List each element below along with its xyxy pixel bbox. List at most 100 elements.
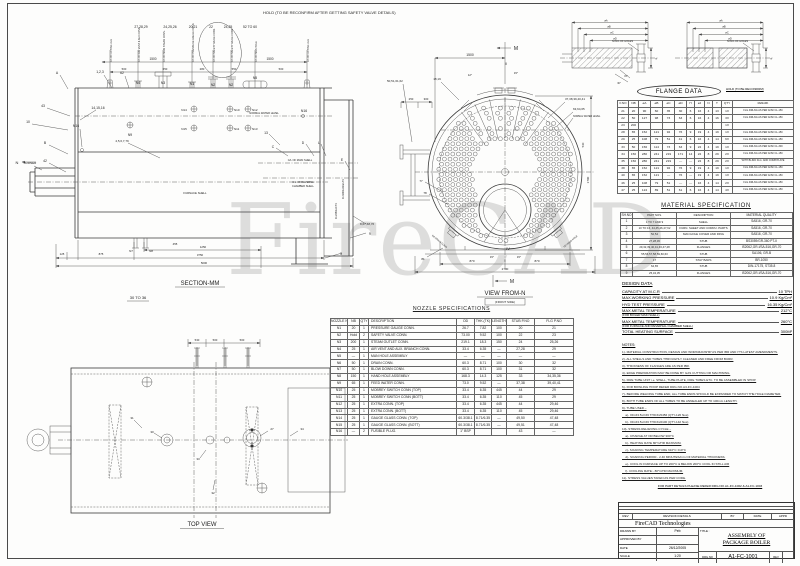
cell: 76	[674, 164, 687, 173]
design-label: MAX.METAL TEMPERATURE	[622, 318, 676, 324]
cell: BR-1050	[730, 256, 793, 265]
dim-text: 455	[173, 242, 178, 246]
nozzle-label: N2	[229, 83, 233, 87]
drain-stub	[447, 225, 460, 239]
part-label: N16	[73, 124, 79, 128]
cell: 20	[506, 324, 535, 333]
cell: 19	[712, 171, 722, 181]
note-line: 4)- EDGE PREPARATION MAY BE DONE BY GAS …	[622, 371, 731, 375]
cell: —	[347, 428, 360, 437]
part-label: 50,51,61,62	[387, 79, 403, 83]
cell: LENGTH	[491, 318, 507, 326]
cell: N15	[330, 421, 348, 430]
cell: 25	[628, 135, 639, 145]
cell: 1	[359, 393, 369, 402]
cell: 16	[694, 135, 705, 145]
design-value: 10 TPH	[778, 289, 793, 295]
cell: 40	[617, 171, 629, 181]
cell: Hold	[347, 331, 360, 340]
leader-line	[676, 298, 768, 300]
cell: 1	[359, 380, 369, 388]
cell: 29	[534, 393, 574, 402]
top-view-drawing: 530 500 500 31 30 33 32 27 34 TOP VIEW	[26, 338, 348, 529]
cell: 25,34,35	[632, 269, 677, 277]
top-nozzle-stubs	[106, 71, 311, 249]
cell: 152	[638, 128, 651, 137]
part-label: 62	[120, 71, 124, 75]
section-subtitle: 30 TO 36	[130, 295, 147, 300]
note-line: a)- OD-63.5x3.66 THICKx5456 (QTY-126 Nos…	[622, 413, 689, 417]
cell: 27,28	[506, 345, 535, 354]
cell	[474, 428, 492, 437]
cell: 150	[628, 157, 639, 166]
cell: 29	[617, 135, 629, 145]
rev-col-header: REV	[619, 513, 633, 519]
holes-note: N=NO.OF HOLES	[727, 39, 748, 43]
design-note: (FOR BOILER MAIN SHELL)	[622, 312, 660, 317]
cell: 6	[686, 114, 695, 123]
boiler-shell-outline	[29, 87, 354, 265]
cell: 76	[674, 128, 687, 137]
cell: 33.4	[456, 400, 475, 409]
drawn-by-value: Peb	[674, 528, 681, 533]
cell: 110	[491, 407, 507, 416]
notes-block: NOTES: 1)- MATERIAL CONSTRUCTION, DESIGN…	[622, 343, 798, 488]
cell: 6X	[721, 135, 733, 145]
cell: N8	[330, 373, 348, 382]
nozzle-spec-table: NOZZLE NO.NBQTYDESCRIPTIONODTHK.(TK)LENG…	[330, 318, 574, 437]
m-label: M	[510, 279, 514, 285]
part-label: 30	[150, 430, 154, 434]
cell: FLG.DRLNG AS PER ANSI CL-150	[732, 150, 794, 159]
cell: F.NO	[617, 99, 629, 109]
dim-text: 550	[232, 67, 237, 71]
cell: 45	[506, 407, 535, 416]
cell: —	[686, 179, 695, 188]
m-label: M	[514, 46, 518, 52]
note-line: 11)- STRESS VALUES TAKEN AS PER CODE.	[622, 476, 686, 480]
cell: 25,26	[534, 338, 574, 347]
leader-line	[674, 332, 779, 334]
cl-label: C/L OF MAN HOLE	[255, 41, 258, 62]
cell: 20	[347, 324, 360, 333]
holes-note: N=NO.OF HOLES	[612, 39, 633, 43]
dim-group-label: 52 TO 60	[243, 25, 257, 29]
part-label: 63,64,65	[573, 107, 585, 111]
cell: 241	[650, 157, 663, 166]
scale-label: SCALE	[619, 552, 657, 562]
dim-text: 125	[60, 252, 65, 256]
cell: PRESSURE GAUGE CONN.	[368, 324, 457, 333]
cell: N16	[330, 428, 348, 437]
cell: 1X	[721, 107, 733, 116]
dim-label: øD	[613, 37, 617, 41]
cell: 50	[347, 366, 360, 375]
cell: 1	[359, 373, 369, 382]
cell: N	[704, 99, 713, 109]
cell: 6	[686, 107, 695, 116]
note-line: b)- HEATING RATE 80°C/HR MAXIMUM.	[622, 441, 682, 445]
cell: 219	[662, 157, 675, 166]
cell: N5	[330, 352, 348, 361]
cell: 9	[686, 128, 695, 137]
cell: 34,35,36	[534, 373, 574, 382]
cl-label: C/L OF LIFTING LUG	[110, 39, 113, 62]
title-label: TITLE :	[700, 528, 710, 533]
cell: 6.35	[474, 407, 492, 416]
cell: 60.3/38.1	[456, 421, 475, 430]
dim-text: 500	[122, 67, 127, 71]
part-label: 37,38,39,40,41	[565, 97, 585, 101]
dim-text-vertical: 530	[581, 142, 585, 147]
cell: 4	[704, 107, 713, 116]
cell: 2X	[721, 150, 733, 159]
cell: 63	[674, 143, 687, 152]
part-label: 43	[41, 104, 45, 108]
front-view-title: VIEW FROM-N	[485, 291, 526, 297]
cell: 150	[491, 338, 507, 347]
dim-text: 500	[240, 338, 245, 342]
cell: 3X	[721, 114, 733, 123]
plan-fittings	[141, 347, 346, 494]
